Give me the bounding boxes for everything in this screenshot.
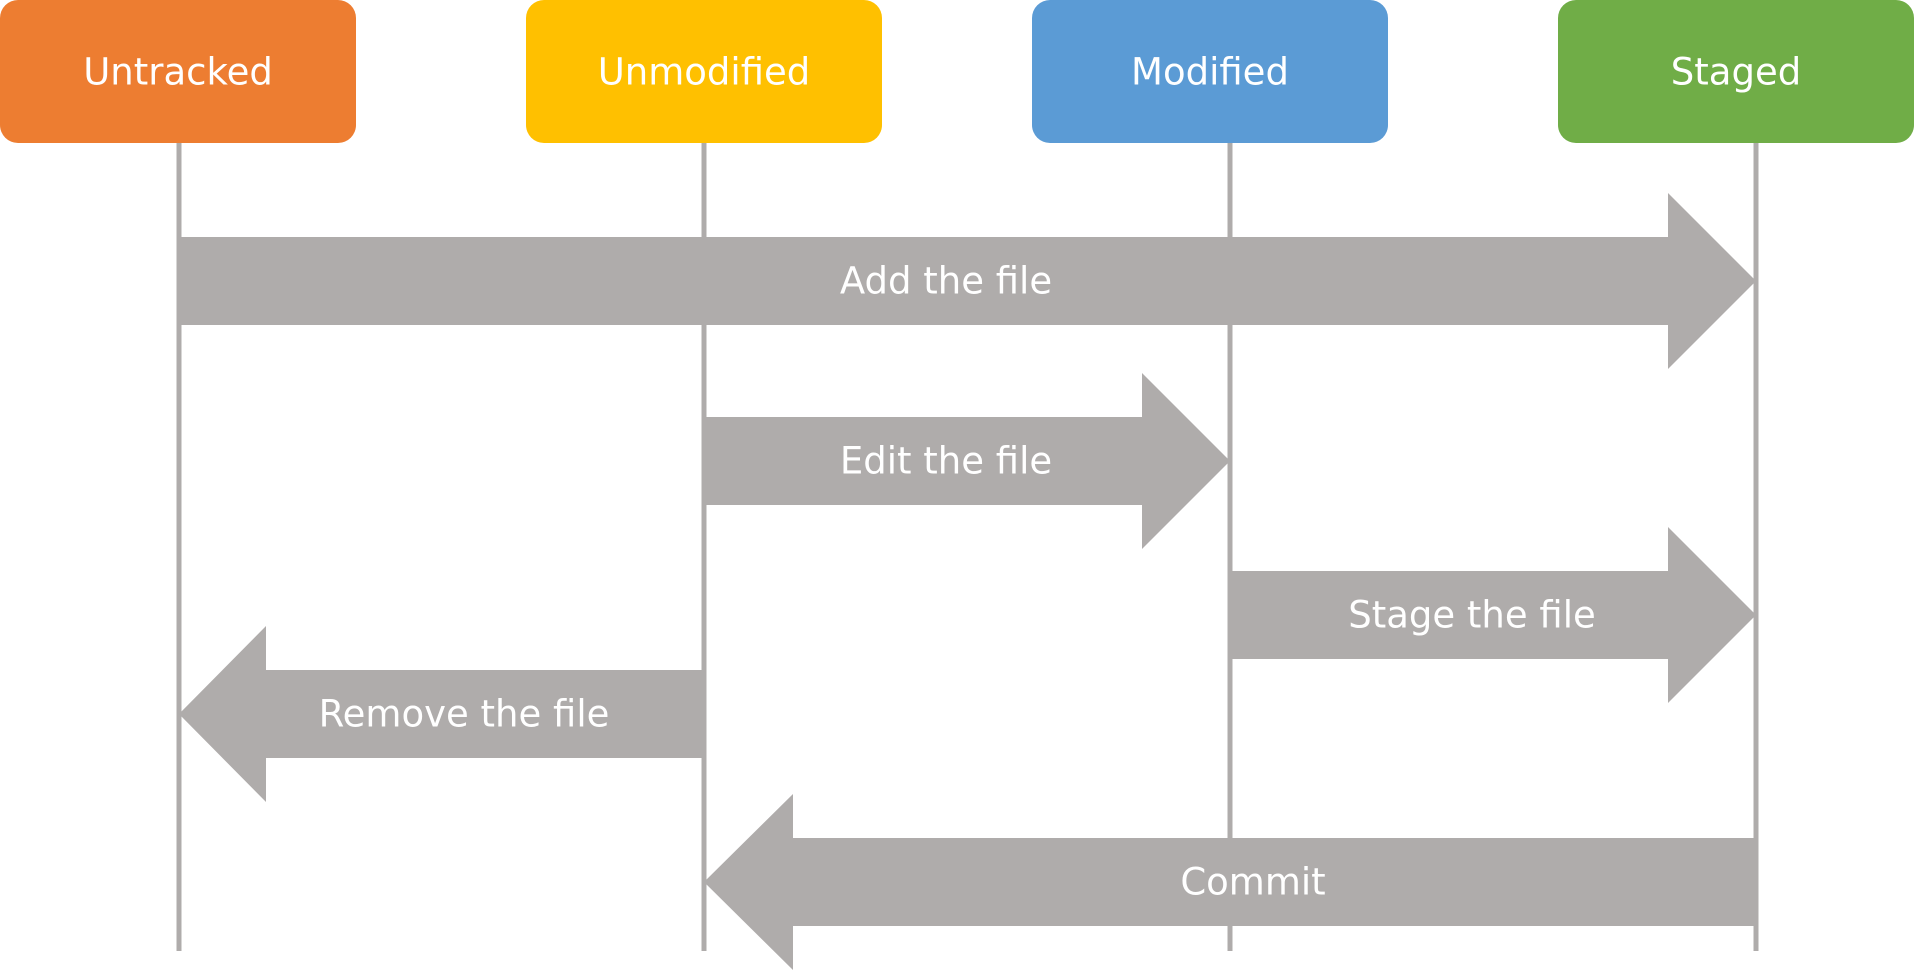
arrow-add-the-file-label: Add the file bbox=[840, 260, 1052, 303]
arrow-stage-the-file-label: Stage the file bbox=[1348, 594, 1596, 637]
arrow-add-the-file: Add the file bbox=[179, 193, 1756, 369]
state-box-staged-rect bbox=[1558, 0, 1914, 143]
state-box-unmodified: Unmodified bbox=[526, 0, 882, 143]
state-box-unmodified-rect bbox=[526, 0, 882, 143]
state-box-untracked: Untracked bbox=[0, 0, 356, 143]
state-box-untracked-rect bbox=[0, 0, 356, 143]
arrow-edit-the-file-label: Edit the file bbox=[840, 440, 1052, 483]
transition-arrows: Add the file Edit the file Stage the fil… bbox=[179, 193, 1756, 970]
arrow-stage-the-file-shape bbox=[1230, 527, 1756, 703]
arrow-remove-the-file: Remove the file bbox=[179, 626, 704, 802]
arrow-stage-the-file: Stage the file bbox=[1230, 527, 1756, 703]
state-label-modified: Modified bbox=[1131, 51, 1289, 94]
arrow-commit: Commit bbox=[704, 794, 1756, 970]
state-label-staged: Staged bbox=[1671, 51, 1801, 94]
arrow-commit-label: Commit bbox=[1180, 861, 1325, 904]
state-boxes: Untracked Unmodified Modified Staged bbox=[0, 0, 1914, 143]
state-label-untracked: Untracked bbox=[83, 51, 273, 94]
state-label-unmodified: Unmodified bbox=[598, 51, 811, 94]
arrow-remove-the-file-shape bbox=[179, 626, 704, 802]
state-box-modified-rect bbox=[1032, 0, 1388, 143]
arrow-add-the-file-shape bbox=[179, 193, 1756, 369]
arrow-edit-the-file-shape bbox=[704, 373, 1230, 549]
arrow-edit-the-file: Edit the file bbox=[704, 373, 1230, 549]
arrow-commit-shape bbox=[704, 794, 1756, 970]
state-box-modified: Modified bbox=[1032, 0, 1388, 143]
state-box-staged: Staged bbox=[1558, 0, 1914, 143]
arrow-remove-the-file-label: Remove the file bbox=[319, 693, 610, 736]
